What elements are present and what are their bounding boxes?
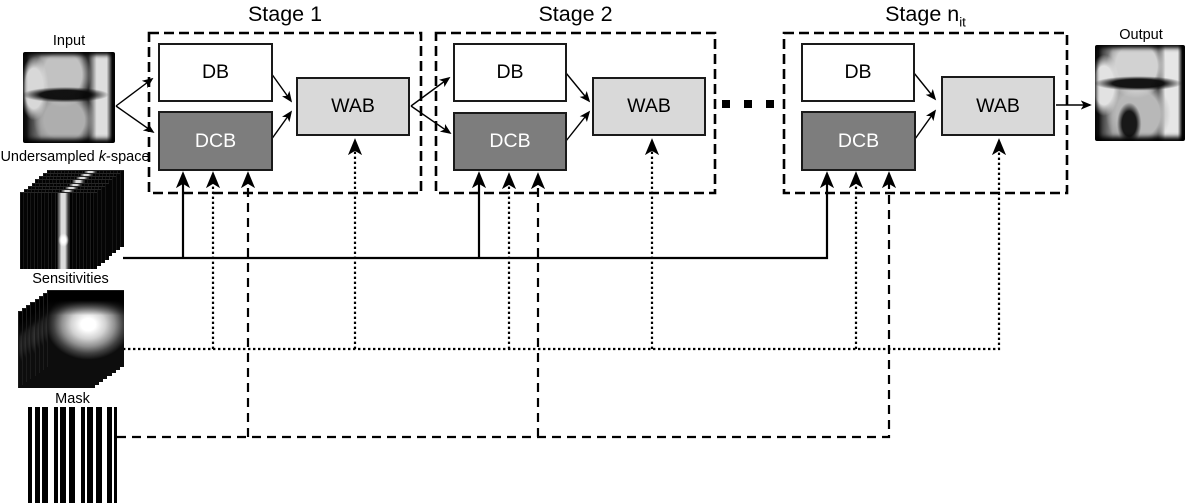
stage2-db-block: DB [453, 43, 567, 102]
sensitivities-feed-line [123, 138, 1007, 351]
sensitivities-label: Sensitivities [32, 271, 109, 287]
stage1-wab-block: WAB [296, 77, 410, 136]
arrow-dcb2-to-wab2 [565, 110, 591, 142]
stage3-wab-label: WAB [976, 94, 1020, 117]
ellipsis-dot [766, 100, 774, 108]
kspace-label-prefix: Undersampled [0, 149, 99, 165]
arrow-input-to-dcb1 [115, 105, 155, 134]
stage3-title-subscript: it [959, 14, 966, 30]
input-label: Input [52, 33, 86, 49]
arrow-wab1-to-db2 [410, 76, 451, 107]
input-image [23, 52, 115, 143]
stage1-title: Stage 1 [149, 1, 421, 27]
arrow-wab1-to-dcb2 [410, 105, 452, 135]
stage1-title-text: Stage 1 [247, 2, 323, 26]
output-label: Output [1119, 27, 1163, 43]
stage2-dcb-block: DCB [453, 112, 567, 171]
stage1-db-label: DB [201, 61, 230, 83]
stage1-dcb-label: DCB [194, 129, 237, 152]
mask-image [28, 407, 117, 503]
stage3-dcb-block: DCB [801, 111, 916, 171]
mask-feed-line [117, 171, 897, 439]
kspace-label: Undersampled k-space [0, 149, 150, 165]
ellipsis-dot [722, 100, 730, 108]
arrow-dcb1-to-wab1 [270, 110, 293, 141]
stage2-db-label: DB [496, 61, 524, 83]
arrow-db3-to-wab3 [913, 72, 937, 101]
stage3-title-text: Stage n [885, 2, 960, 26]
output-image [1095, 45, 1185, 141]
stage2-title: Stage 2 [436, 1, 715, 27]
stage2-wab-block: WAB [592, 77, 706, 136]
arrow-db1-to-wab1 [270, 72, 293, 103]
stack-layer [47, 290, 124, 367]
mask-label: Mask [55, 391, 90, 407]
kspace-stack [20, 170, 124, 269]
arrow-db2-to-wab2 [565, 72, 591, 103]
stage1-dcb-block: DCB [158, 111, 273, 171]
kspace-label-k: k [98, 149, 107, 165]
stage3-title: Stage nit [784, 1, 1067, 30]
arrow-dcb3-to-wab3 [914, 109, 937, 140]
stage3-db-block: DB [801, 43, 915, 102]
sensitivities-stack [18, 290, 124, 388]
stage2-dcb-label: DCB [489, 130, 531, 152]
arrow-input-to-db1 [115, 77, 154, 107]
stage3-wab-block: WAB [941, 76, 1055, 136]
stage1-db-block: DB [158, 43, 273, 102]
stage3-db-label: DB [844, 61, 872, 83]
kspace-label-suffix: -space [106, 149, 150, 165]
stage3-dcb-label: DCB [837, 129, 880, 152]
stage3-border [782, 31, 1069, 195]
ellipsis-dot [744, 100, 752, 108]
stage1-wab-label: WAB [331, 95, 375, 117]
stage2-title-text: Stage 2 [538, 2, 613, 26]
stage2-border [434, 31, 717, 195]
stack-layer [20, 192, 97, 269]
kspace-feed-line [123, 171, 835, 260]
stage2-wab-label: WAB [627, 95, 671, 117]
